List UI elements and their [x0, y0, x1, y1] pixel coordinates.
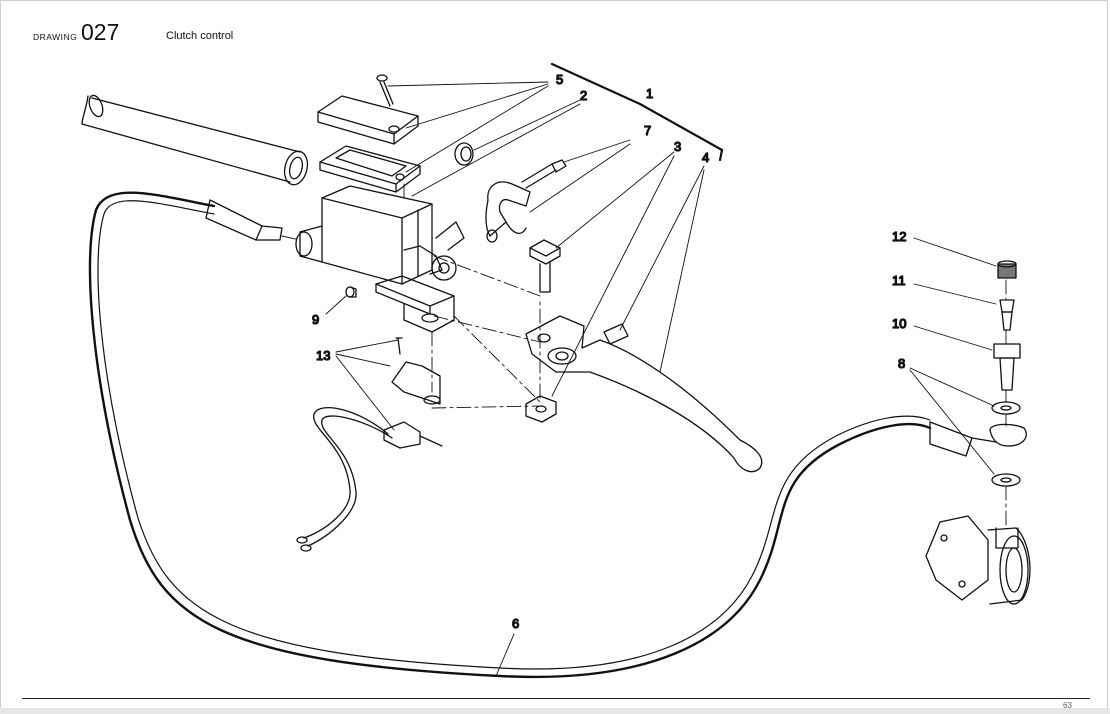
- page-number: 63: [1063, 701, 1072, 710]
- callout-10: 10: [892, 316, 906, 331]
- cap-screw: [376, 74, 394, 107]
- master-cylinder-body: [295, 185, 465, 285]
- footer-band: [0, 708, 1110, 714]
- clutch-hose: [88, 191, 997, 679]
- clamp-bolt: [521, 159, 567, 189]
- callout-13: 13: [316, 348, 330, 363]
- bleed-screw: [999, 299, 1015, 331]
- seal-ring: [454, 142, 474, 166]
- callout-5: 5: [556, 72, 563, 87]
- drawing-label: DRAWING: [33, 32, 78, 42]
- pivot-bolt: [529, 239, 561, 293]
- callout-12: 12: [892, 229, 906, 244]
- handlebar-tube: [81, 94, 309, 186]
- leader-lines: [325, 62, 997, 677]
- assembly-lines: [281, 181, 1007, 529]
- clutch-switch: [296, 337, 443, 552]
- callout-4: 4: [702, 150, 709, 165]
- footer-rule: [22, 698, 1090, 699]
- handlebar-clamp: [485, 181, 531, 243]
- pivot-nut: [525, 395, 557, 423]
- reservoir-cap: [317, 95, 419, 145]
- bleed-valve-cap: [997, 260, 1017, 279]
- callout-1: 1: [646, 86, 653, 101]
- reservoir-gasket: [319, 145, 421, 193]
- callout-2: 2: [580, 88, 587, 103]
- callout-8: 8: [898, 356, 905, 371]
- callout-9: 9: [312, 312, 319, 327]
- sealing-washers: [989, 401, 1027, 487]
- lever-mount-bracket: [375, 275, 455, 333]
- banjo-bolt: [993, 343, 1021, 391]
- clutch-lever: [525, 315, 763, 473]
- slave-cylinder: [925, 515, 1031, 605]
- callout-6: 6: [512, 616, 519, 631]
- callout-11: 11: [892, 273, 906, 288]
- drawing-title: Clutch control: [166, 30, 234, 42]
- pin: [345, 286, 357, 298]
- callout-7: 7: [644, 123, 651, 138]
- callout-3: 3: [674, 139, 681, 154]
- drawing-number: 027: [81, 19, 120, 45]
